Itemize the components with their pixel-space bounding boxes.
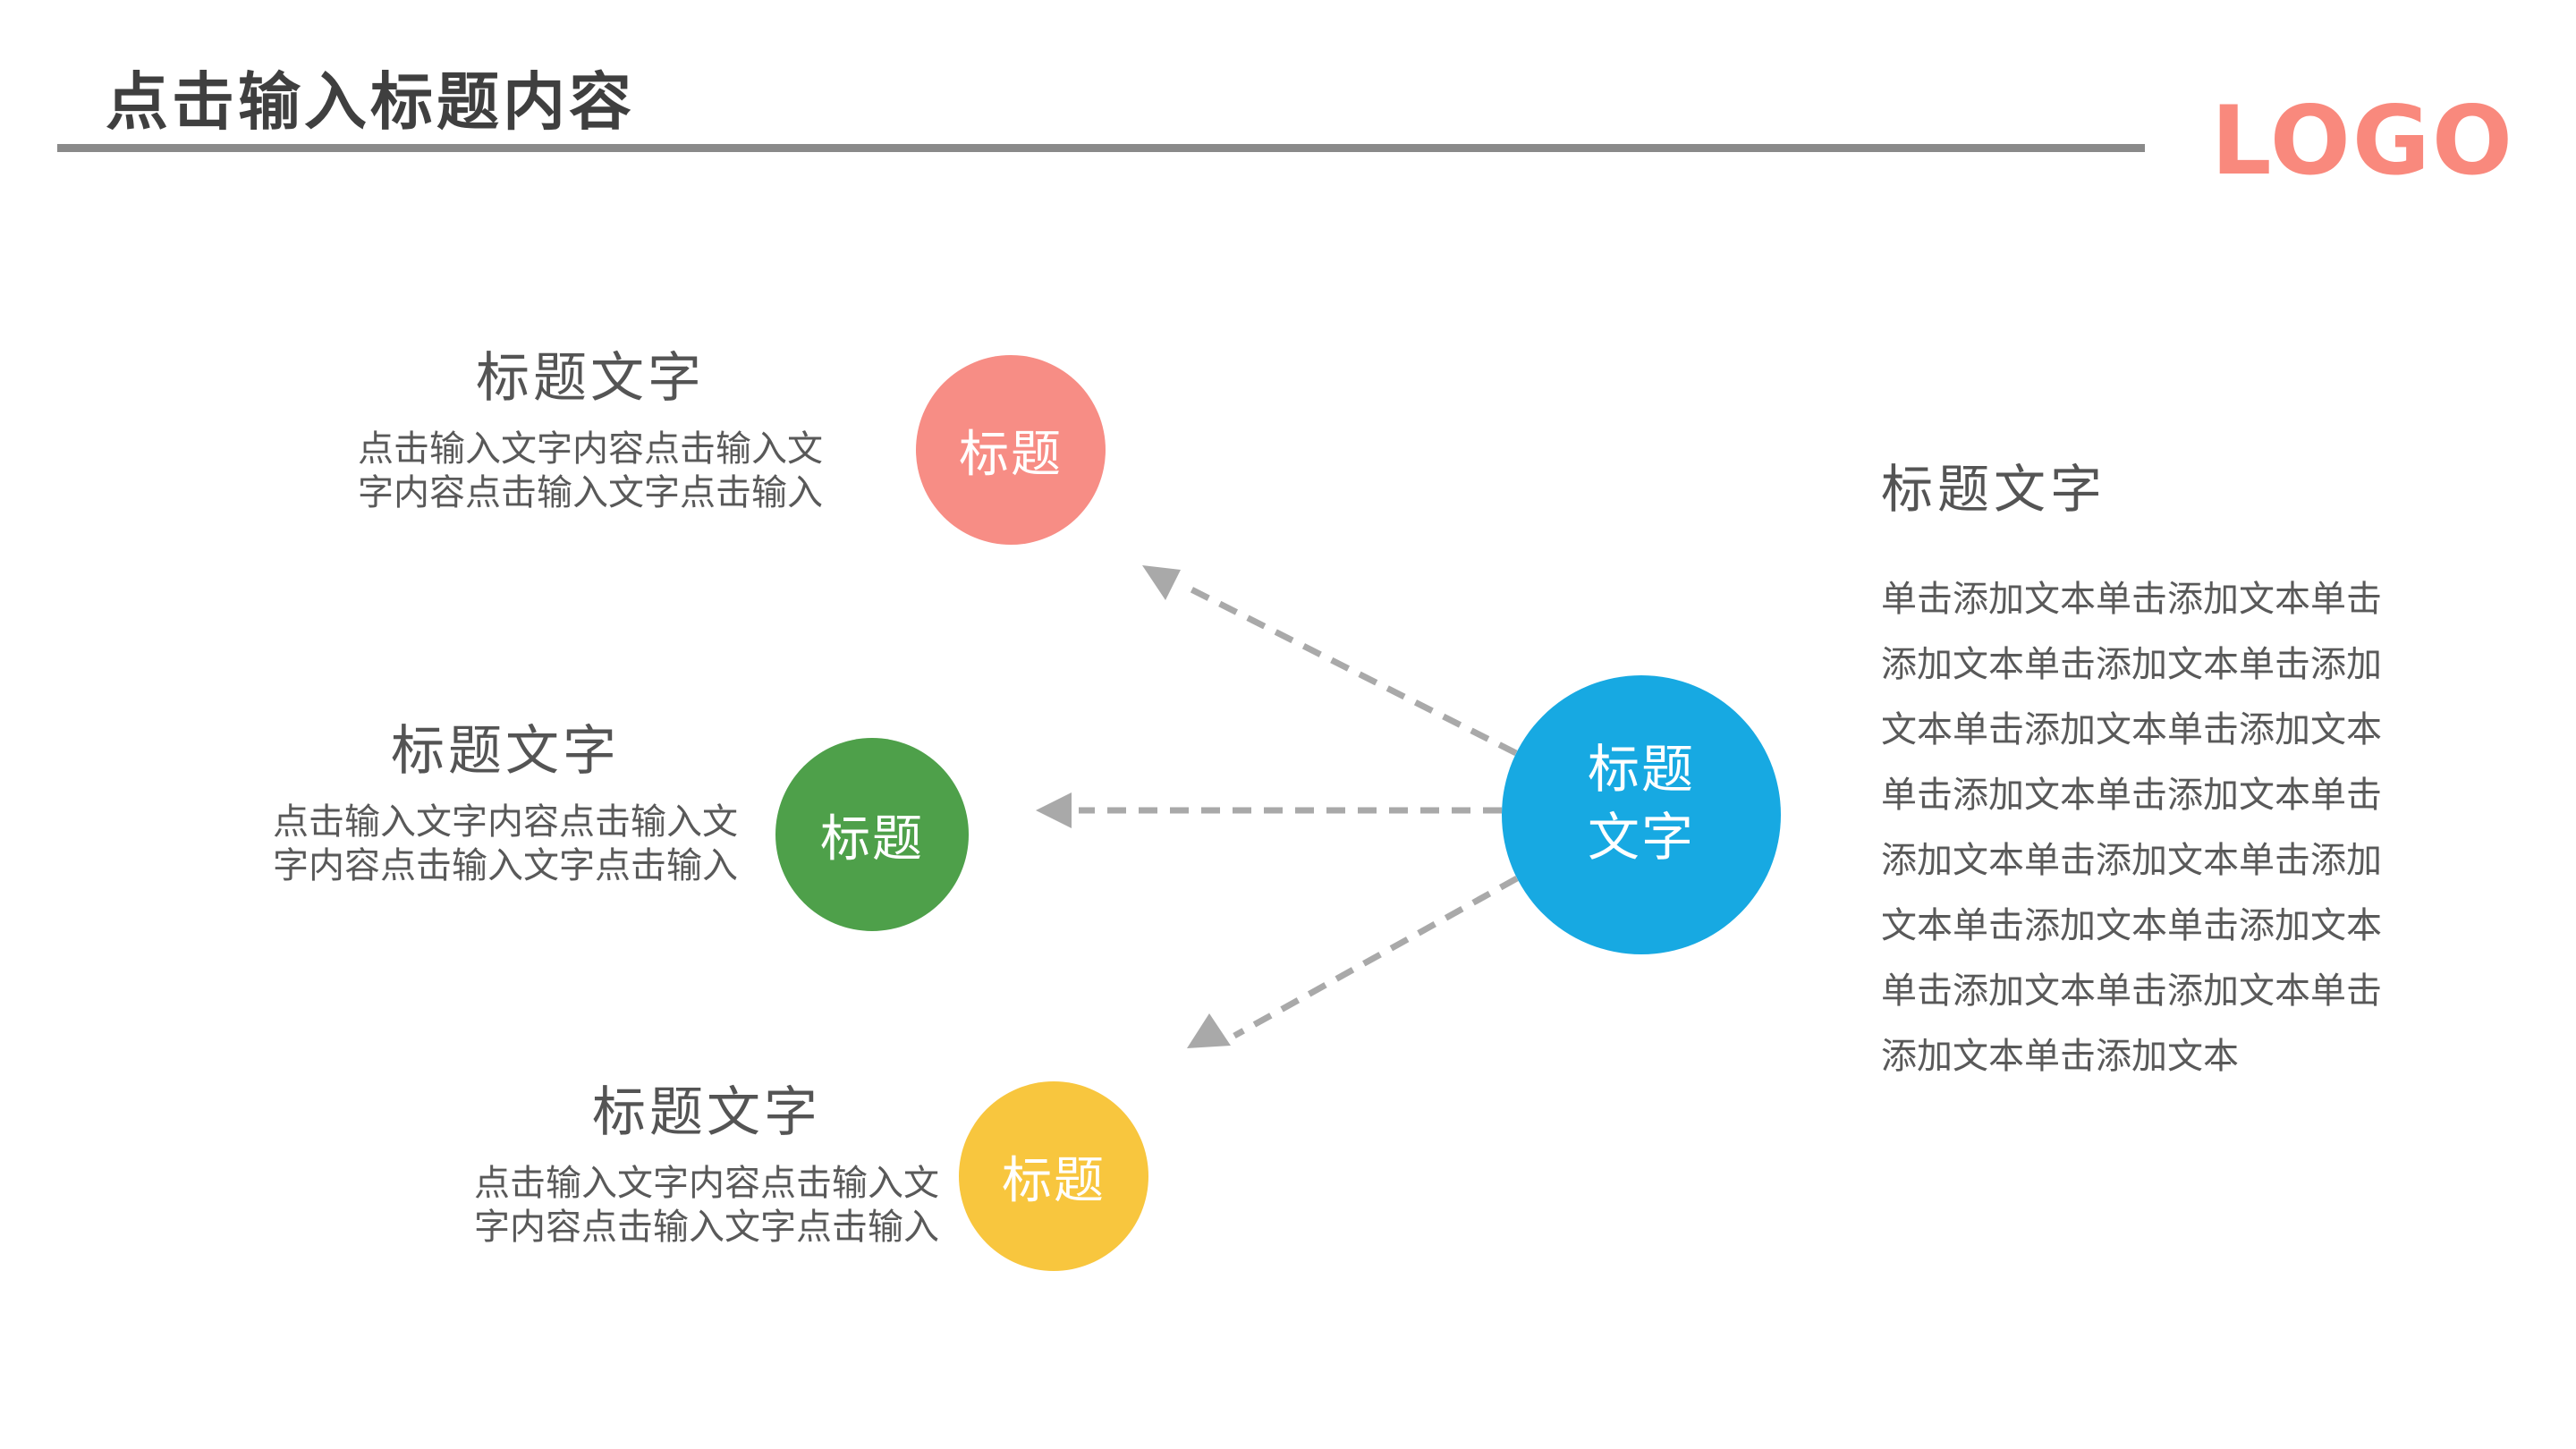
arrowhead-top-icon — [1142, 565, 1181, 600]
detail-body-line: 文本单击添加文本单击添加文本 — [1881, 709, 2382, 750]
page-title[interactable]: 点击输入标题内容 — [106, 65, 635, 139]
center-circle-blue[interactable]: 标题 文字 — [1502, 675, 1781, 954]
arrowhead-middle-icon — [1036, 792, 1072, 828]
topic-heading[interactable]: 标题文字 — [592, 1081, 821, 1144]
topic-block-top: 标题文字 点击输入文字内容点击输入文 字内容点击输入文字点击输入 — [322, 347, 859, 515]
title-divider — [57, 144, 2145, 152]
topic-body-line: 字内容点击输入文字点击输入 — [358, 472, 823, 513]
topic-heading[interactable]: 标题文字 — [391, 720, 620, 783]
detail-block: 标题文字 单击添加文本单击添加文本单击 添加文本单击添加文本单击添加 文本单击添… — [1881, 458, 2471, 1089]
detail-heading[interactable]: 标题文字 — [1881, 459, 2107, 520]
center-circle-label: 标题 文字 — [1587, 739, 1695, 868]
detail-body-line: 文本单击添加文本单击添加文本 — [1881, 905, 2382, 946]
topic-body-line: 点击输入文字内容点击输入文 — [474, 1163, 939, 1204]
topic-circle-yellow[interactable]: 标题 — [959, 1081, 1148, 1271]
topic-block-middle: 标题文字 点击输入文字内容点击输入文 字内容点击输入文字点击输入 — [237, 720, 774, 888]
topic-body[interactable]: 点击输入文字内容点击输入文 字内容点击输入文字点击输入 — [438, 1162, 975, 1250]
detail-body-line: 添加文本单击添加文本 — [1881, 1036, 2239, 1077]
topic-body[interactable]: 点击输入文字内容点击输入文 字内容点击输入文字点击输入 — [237, 801, 774, 888]
arrowhead-bottom-icon — [1187, 1013, 1231, 1048]
topic-heading[interactable]: 标题文字 — [476, 347, 705, 410]
topic-circle-green[interactable]: 标题 — [775, 738, 969, 931]
topic-block-bottom: 标题文字 点击输入文字内容点击输入文 字内容点击输入文字点击输入 — [438, 1081, 975, 1250]
detail-body-line: 单击添加文本单击添加文本单击 — [1881, 970, 2382, 1012]
topic-body[interactable]: 点击输入文字内容点击输入文 字内容点击输入文字点击输入 — [322, 428, 859, 515]
topic-body-line: 字内容点击输入文字点击输入 — [474, 1207, 939, 1248]
logo-text: LOGO — [2211, 86, 2514, 196]
connector-top — [1142, 565, 1518, 757]
detail-body-line: 添加文本单击添加文本单击添加 — [1881, 644, 2382, 685]
detail-body-line: 添加文本单击添加文本单击添加 — [1881, 840, 2382, 881]
detail-body[interactable]: 单击添加文本单击添加文本单击 添加文本单击添加文本单击添加 文本单击添加文本单击… — [1881, 567, 2471, 1089]
topic-body-line: 点击输入文字内容点击输入文 — [273, 801, 738, 843]
topic-body-line: 点击输入文字内容点击输入文 — [358, 428, 823, 470]
topic-body-line: 字内容点击输入文字点击输入 — [273, 845, 738, 886]
connector-bottom — [1187, 875, 1519, 1048]
topic-circle-label: 标题 — [959, 425, 1063, 484]
detail-body-line: 单击添加文本单击添加文本单击 — [1881, 579, 2382, 620]
connector-middle — [1036, 792, 1502, 828]
detail-body-line: 单击添加文本单击添加文本单击 — [1881, 775, 2382, 816]
topic-circle-pink[interactable]: 标题 — [916, 355, 1106, 545]
topic-circle-label: 标题 — [1002, 1151, 1106, 1210]
topic-circle-label: 标题 — [820, 809, 924, 869]
